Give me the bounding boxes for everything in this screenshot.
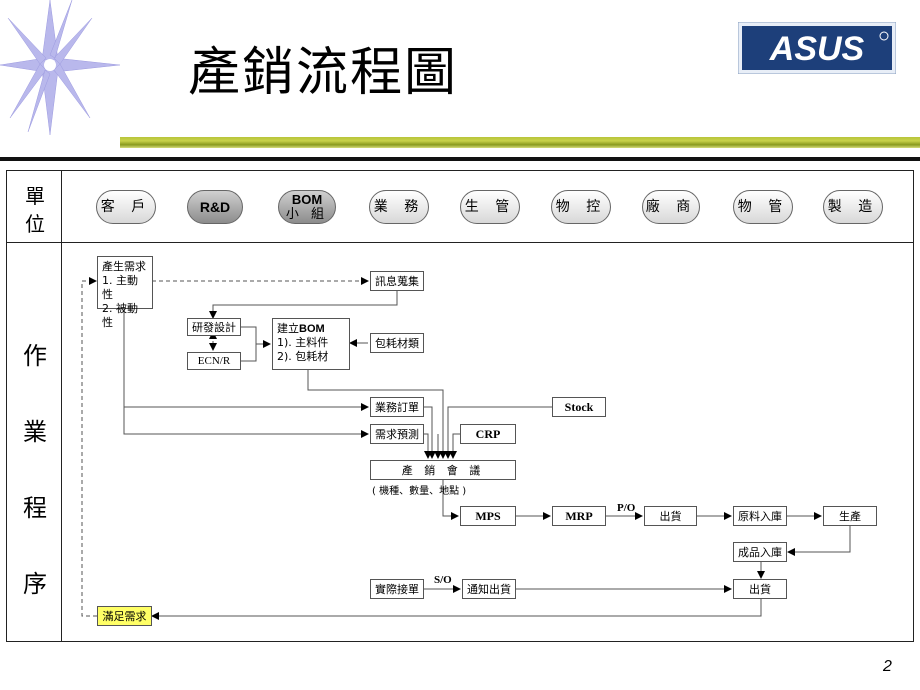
page-title: 產銷流程圖: [188, 43, 459, 103]
node-production: 生產: [823, 506, 877, 526]
node-forecast: 需求預測: [370, 424, 424, 444]
asus-logo: ASUS: [737, 21, 897, 75]
node-purchase-ship: 出貨: [644, 506, 697, 526]
node-mps: MPS: [460, 506, 516, 526]
node-ecn: ECN/R: [187, 352, 241, 370]
table-divider: [6, 242, 914, 243]
meeting-note: ( 機種、數量、地點 ): [372, 486, 467, 497]
node-packing: 包耗材類: [370, 333, 424, 353]
node-fg-in: 成品入庫: [733, 542, 787, 562]
unit-rnd: R&D: [187, 190, 243, 224]
unit-manufacturing: 製 造: [823, 190, 883, 224]
decorative-band: [120, 137, 920, 148]
unit-material-control: 物 控: [551, 190, 611, 224]
svg-text:P/O: P/O: [617, 502, 636, 514]
unit-material-mgmt: 物 管: [733, 190, 793, 224]
table-divider: [61, 170, 62, 642]
page-number: 2: [883, 658, 892, 675]
node-ship-out: 出貨: [733, 579, 787, 599]
unit-sales: 業 務: [369, 190, 429, 224]
header-label: 單位: [25, 184, 45, 236]
svg-text:S/O: S/O: [434, 574, 452, 586]
node-satisfy: 滿足需求: [97, 606, 152, 626]
process-table: [6, 170, 914, 642]
body-label: 作業程序: [23, 342, 47, 598]
svg-text:ASUS: ASUS: [769, 30, 865, 68]
node-info-gathering: 訊息蒐集: [370, 271, 424, 291]
node-crp: CRP: [460, 424, 516, 444]
divider-line: [0, 157, 920, 161]
node-meeting: 產 銷 會 議: [370, 460, 516, 480]
node-rnd-design: 研發設計: [187, 318, 241, 336]
node-notify-ship: 通知出貨: [462, 579, 516, 599]
unit-vendor: 廠 商: [642, 190, 700, 224]
node-actual-order: 實際接單: [370, 579, 424, 599]
node-sales-order: 業務訂單: [370, 397, 424, 417]
unit-customer: 客 戶: [96, 190, 156, 224]
node-mrp: MRP: [552, 506, 606, 526]
starburst-icon: [0, 0, 130, 140]
node-raw-in: 原料入庫: [733, 506, 787, 526]
unit-production-control: 生 管: [460, 190, 520, 224]
node-stock: Stock: [552, 397, 606, 417]
